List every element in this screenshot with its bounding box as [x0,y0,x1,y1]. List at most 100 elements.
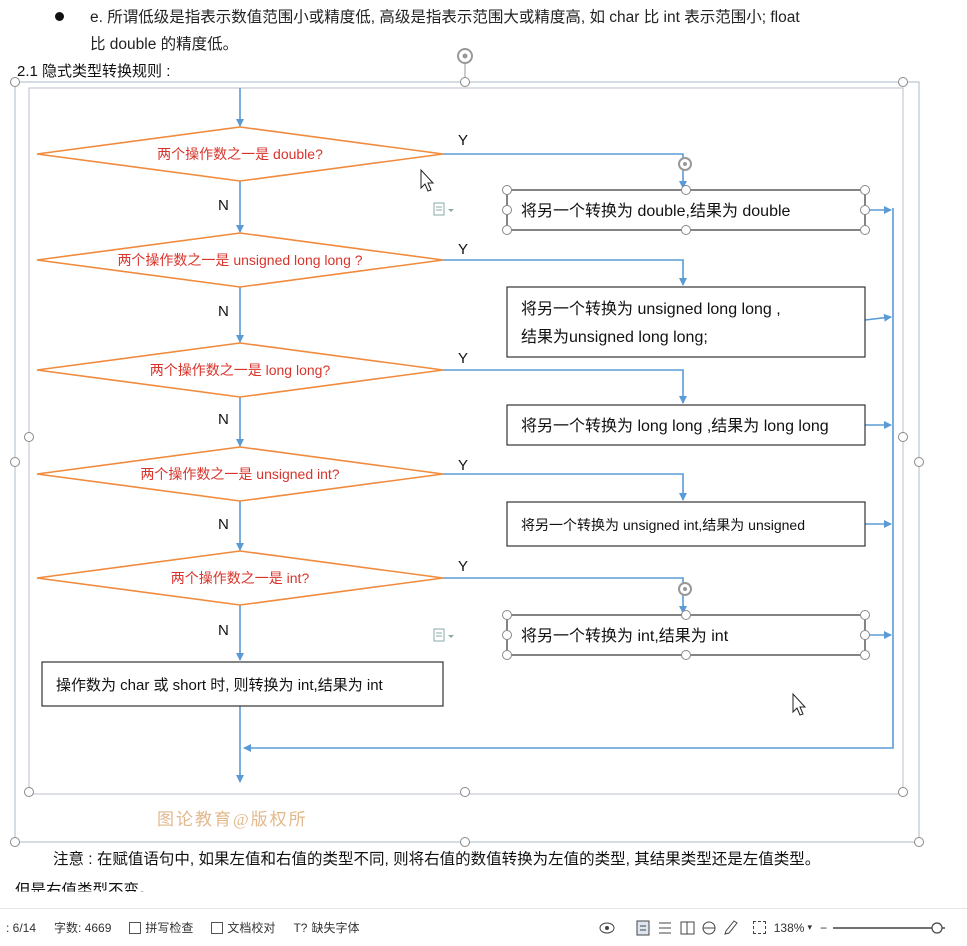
frame-resize-handle[interactable] [10,457,20,467]
yes-label: Y [458,457,468,474]
page-view-icon[interactable] [636,920,650,935]
page-indicator[interactable]: : 6/14 [6,921,36,935]
chevron-down-icon[interactable]: ▾ [807,922,812,932]
decision-diamond[interactable] [36,342,444,398]
resize-handle[interactable] [860,610,870,620]
checkbox-icon [129,921,142,934]
close-box-icon [211,921,224,934]
scroll-fade [0,891,967,907]
zoom-slider[interactable] [833,920,953,936]
frame-resize-handle[interactable] [460,77,470,87]
doc-proof-button[interactable]: 文档校对 [211,919,275,936]
resize-handle[interactable] [681,185,691,195]
rotate-handle-icon[interactable] [678,157,692,171]
eye-icon[interactable] [599,922,615,933]
decision-diamond[interactable] [36,446,444,502]
read-view-icon[interactable] [680,921,695,934]
word-count[interactable]: 字数: 4669 [54,919,111,936]
yes-arrow [443,473,687,501]
resize-handle[interactable] [502,610,512,620]
resize-handle[interactable] [681,225,691,235]
frame-resize-handle[interactable] [898,77,908,87]
write-view-icon[interactable] [723,919,738,935]
paste-options-icon[interactable] [433,628,454,642]
decision-label: 两个操作数之一是 unsigned long long ? [117,252,362,268]
outline-view-icon[interactable] [658,922,671,933]
spell-check-button[interactable]: 拼写检查 [129,919,193,936]
result-box[interactable] [506,614,866,656]
fit-icon[interactable]: 138% ▾ [752,920,812,935]
resize-handle[interactable] [681,610,691,620]
rotate-handle-icon[interactable] [457,48,473,64]
result-text: 将另一个转换为 unsigned long long , [521,300,781,318]
result-box[interactable] [506,286,866,358]
yes-arrow [443,369,687,404]
result-text: 将另一个转换为 double,结果为 double [521,202,791,220]
doc-proof-label: 文档校对 [227,921,276,935]
decision-label: 两个操作数之一是 long long? [150,362,331,378]
resize-handle[interactable] [860,650,870,660]
result-text: 将另一个转换为 unsigned int,结果为 unsigned [521,517,805,533]
yes-label: Y [458,350,468,367]
resize-handle[interactable] [502,185,512,195]
spell-check-label: 拼写检查 [145,921,194,935]
resize-handle[interactable] [502,225,512,235]
zoom-slider-thumb[interactable] [931,921,943,934]
yes-label: Y [458,558,468,575]
zoom-minus-label: − [819,920,827,935]
result-text: 结果为unsigned long long; [521,328,708,346]
resize-handle[interactable] [502,205,512,215]
result-box[interactable] [506,501,866,547]
section-title: 2.1 隐式类型转换规则 : [17,63,171,80]
frame-resize-handle[interactable] [914,457,924,467]
frame-resize-handle[interactable] [24,432,34,442]
missing-font-label: 缺失字体 [311,921,360,935]
fallback-box[interactable] [41,661,444,707]
decision-diamond[interactable] [36,232,444,288]
resize-handle[interactable] [860,225,870,235]
no-label: N [218,411,229,428]
merge-arrow [864,313,892,322]
note-line-1: 注意 : 在赋值语句中, 如果左值和右值的类型不同, 则将右值的数值转换为左值的… [53,851,821,868]
yes-arrow [443,577,687,614]
flowchart-canvas[interactable]: 两个操作数之一是 double? 两个操作数之一是 unsigned long l… [0,0,967,910]
frame-resize-handle[interactable] [898,432,908,442]
frame-resize-handle[interactable] [10,837,20,847]
resize-handle[interactable] [502,630,512,640]
decision-label: 两个操作数之一是 unsigned int? [140,466,339,482]
mouse-cursor-icon [792,692,807,716]
decision-diamond[interactable] [36,550,444,606]
zoom-level[interactable]: 138% [773,920,805,935]
resize-handle[interactable] [860,630,870,640]
note-line-2: 但是右值类型不变。 [15,882,155,892]
resize-handle[interactable] [681,650,691,660]
frame-resize-handle[interactable] [24,787,34,797]
web-view-icon[interactable] [702,921,716,934]
frame-resize-handle[interactable] [898,787,908,797]
paste-options-icon[interactable] [433,202,454,216]
frame-resize-handle[interactable] [10,77,20,87]
status-bar: : 6/14 字数: 4669 拼写检查 文档校对 T? 缺失字体 138% ▾… [0,908,967,946]
resize-handle[interactable] [502,650,512,660]
watermark: 图论教育@版权所 [157,810,308,829]
frame-resize-handle[interactable] [914,837,924,847]
frame-resize-handle[interactable] [460,837,470,847]
bullet-line-2: 比 double 的精度低。 [90,36,239,53]
decision-diamond[interactable] [36,126,444,182]
resize-handle[interactable] [860,205,870,215]
frame-resize-handle[interactable] [460,787,470,797]
zoom-out-button[interactable]: − [820,921,827,935]
rotate-handle-icon[interactable] [678,582,692,596]
word-count-text: 字数: 4669 [54,921,112,935]
bullet-line-1: e. 所谓低级是指表示数值范围小或精度低, 高级是指表示范围大或精度高, 如 c… [90,9,800,26]
view-icons [599,919,738,935]
bullet-dot-icon [55,12,64,21]
resize-handle[interactable] [860,185,870,195]
no-label: N [218,622,229,639]
missing-font-button[interactable]: T? 缺失字体 [293,919,359,936]
decision-label: 两个操作数之一是 double? [157,146,323,162]
no-label: N [218,197,229,214]
yes-label: Y [458,132,468,149]
result-box[interactable] [506,404,866,446]
result-text: 将另一个转换为 int,结果为 int [521,627,729,645]
